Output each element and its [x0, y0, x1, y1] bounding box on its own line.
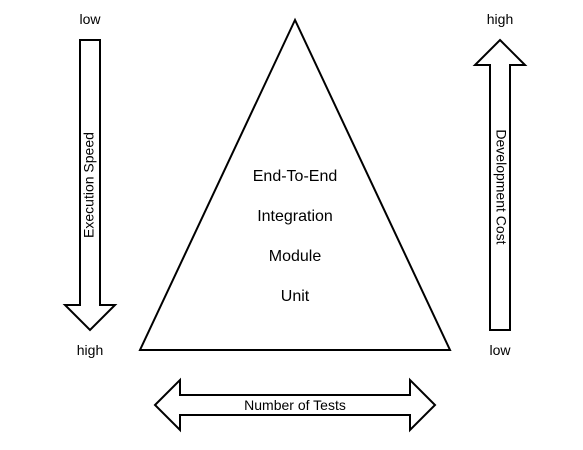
execution-speed-low-label: low — [79, 11, 101, 27]
execution-speed-high-label: high — [77, 342, 103, 358]
pyramid-triangle — [138, 17, 452, 351]
number-of-tests-label: Number of Tests — [244, 397, 346, 413]
pyramid-layer-end-to-end: End-To-End — [253, 168, 338, 185]
execution-speed-label: Execution Speed — [81, 132, 97, 238]
development-cost-low-label: low — [489, 342, 511, 358]
pyramid-layer-unit: Unit — [281, 288, 310, 305]
number-of-tests-arrow — [153, 377, 437, 433]
development-cost-high-label: high — [487, 11, 513, 27]
development-cost-label: Development Cost — [493, 129, 509, 244]
pyramid-layer-integration: Integration — [257, 208, 333, 225]
execution-speed-arrow — [62, 39, 118, 332]
pyramid-layer-module: Module — [269, 248, 322, 265]
development-cost-arrow — [472, 38, 528, 331]
